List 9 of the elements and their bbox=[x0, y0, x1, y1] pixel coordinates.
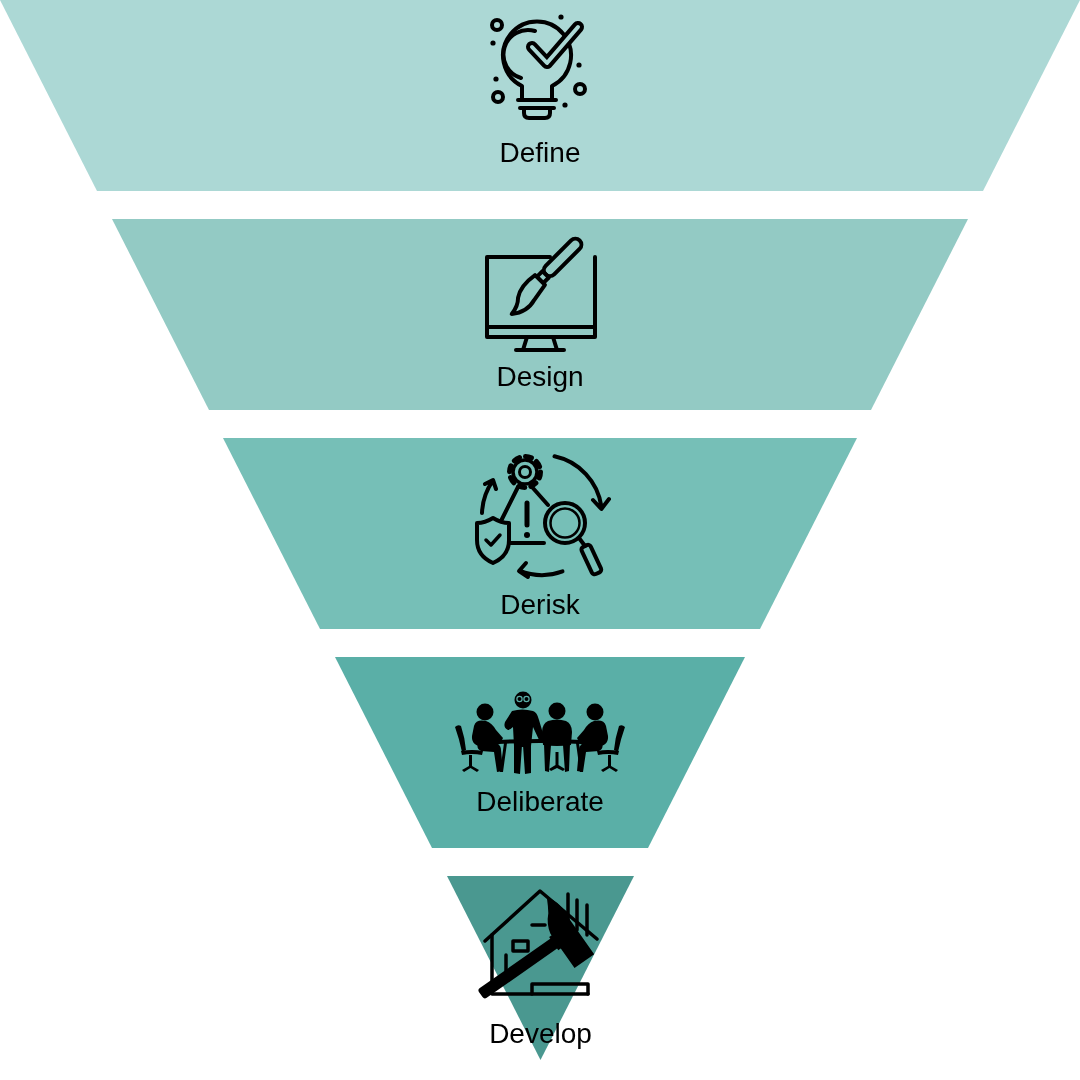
funnel-band bbox=[0, 0, 1080, 191]
stage-label: Design bbox=[496, 360, 584, 394]
funnel-band bbox=[112, 219, 968, 410]
funnel-tip bbox=[447, 876, 634, 1060]
stage-label: Define bbox=[499, 136, 581, 170]
funnel-band bbox=[223, 438, 857, 629]
stage-label: Derisk bbox=[500, 588, 580, 622]
funnel-band bbox=[335, 657, 745, 848]
stage-label: Deliberate bbox=[476, 785, 604, 819]
